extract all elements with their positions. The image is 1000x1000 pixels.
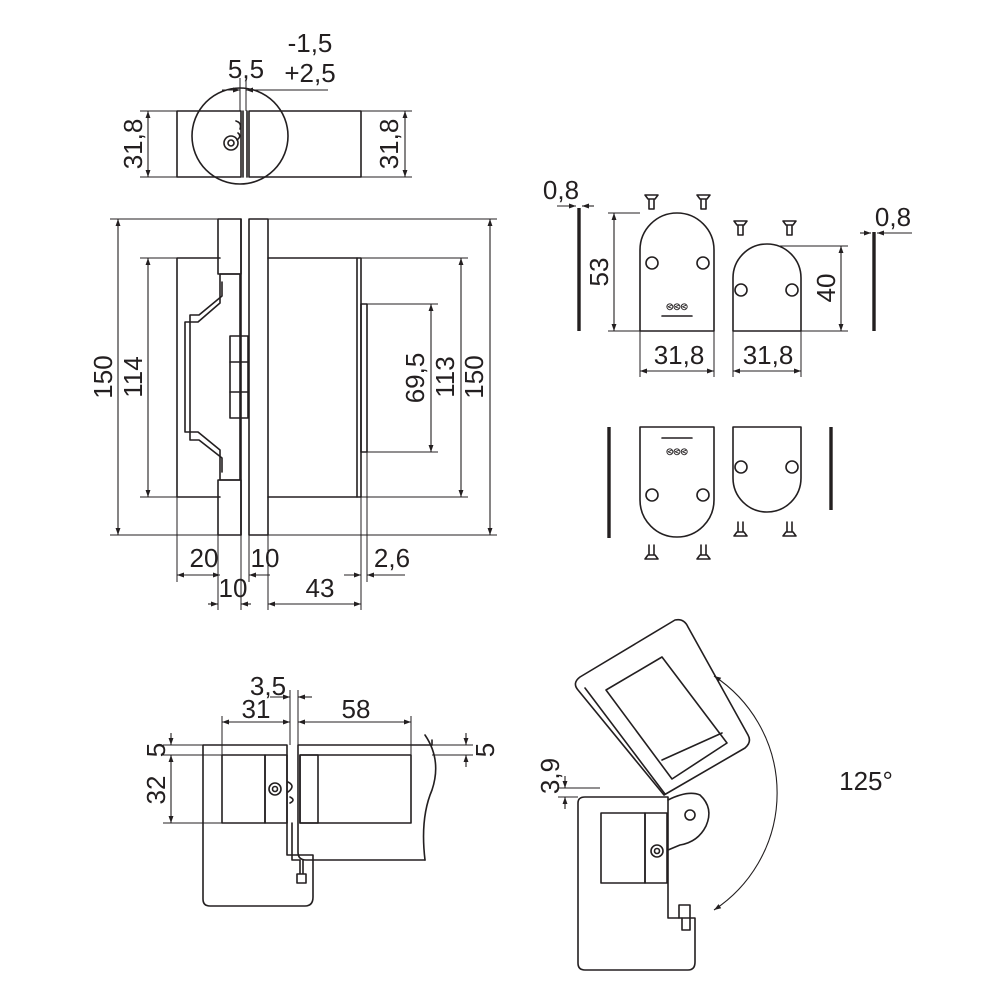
- screw-icon: [644, 194, 797, 236]
- open-frame-profile: [577, 796, 696, 971]
- cover-plate-53-mirrored: [639, 426, 715, 538]
- section-view-open: 125° 3,9: [535, 618, 893, 971]
- cover-plate-40-mirrored: [732, 426, 802, 513]
- dim-20: 20: [190, 543, 219, 573]
- dim-31-8-cover-a: 31,8: [654, 340, 705, 370]
- dim-113: 113: [430, 356, 460, 397]
- open-hinge-body: [600, 812, 646, 884]
- screw-icon: [650, 844, 664, 858]
- pivot-block: [229, 335, 249, 419]
- right-plate: [267, 257, 362, 498]
- dim-10-left: 10: [219, 573, 248, 603]
- angle-arc: [713, 675, 778, 911]
- dim-53: 53: [584, 258, 614, 287]
- cover-plate-40: [732, 243, 802, 332]
- hinge-body-right: [299, 754, 412, 824]
- dim-31-8-cover-b: 31,8: [743, 340, 794, 370]
- screw-icon: [268, 782, 282, 796]
- cover-logo: ⧀⧀⧀: [666, 302, 688, 313]
- hinge-body-left: [221, 754, 266, 824]
- top-view-left-block: [176, 110, 242, 178]
- dim-58: 58: [342, 694, 371, 724]
- cover-plates-bottom: ⧀⧀⧀: [607, 426, 833, 560]
- dim-5-right: 5: [470, 743, 500, 757]
- cutout-plate: [360, 303, 368, 453]
- open-hinge-leaf: [605, 656, 728, 780]
- dim-minus-1-5: -1,5: [288, 28, 333, 58]
- lower-knuckle: [217, 479, 242, 536]
- top-view: 31,8 31,8 5,5 -1,5 +2,5: [118, 28, 412, 185]
- screw-icon: [223, 135, 239, 151]
- dim-0-8-left: 0,8: [543, 175, 579, 205]
- dim-32: 32: [141, 776, 171, 805]
- cover-plate-53: [639, 212, 715, 332]
- dim-31: 31: [242, 694, 271, 724]
- cover-logo-mirrored: ⧀⧀⧀: [666, 447, 688, 458]
- dim-114: 114: [118, 356, 148, 397]
- dim-125-deg: 125°: [839, 766, 893, 796]
- top-view-right-block: [248, 110, 362, 178]
- dim-150-left: 150: [88, 355, 118, 398]
- cover-plates-top: ⧀⧀⧀ 0,8 53 31,8 31,8 40 0,8: [543, 175, 912, 377]
- screw-icon: [644, 521, 797, 560]
- dim-69-5: 69,5: [400, 353, 430, 404]
- dim-43: 43: [306, 573, 335, 603]
- left-hinge-body: [184, 273, 241, 481]
- dim-5-left: 5: [141, 743, 171, 757]
- dim-10-right: 10: [251, 543, 280, 573]
- dim-40: 40: [811, 274, 841, 303]
- dim-31-8-left: 31,8: [118, 119, 148, 170]
- upper-knuckle: [217, 218, 242, 275]
- dim-5-5: 5,5: [228, 54, 264, 84]
- right-leaf-strip: [248, 218, 269, 536]
- frame-profile: [202, 744, 314, 907]
- dim-3-5: 3,5: [250, 671, 286, 701]
- dim-plus-2-5: +2,5: [284, 58, 335, 88]
- dim-31-8-right: 31,8: [374, 119, 404, 170]
- dim-0-8-right: 0,8: [875, 202, 911, 232]
- dim-2-6: 2,6: [374, 543, 410, 573]
- dim-150-right: 150: [459, 355, 489, 398]
- dim-3-9: 3,9: [535, 758, 565, 794]
- glass-profile: [297, 744, 433, 861]
- section-view-closed: 3,5 31 58 5 32 5: [141, 671, 500, 907]
- front-view: 150 114 69,5 113 150 20 10 10: [88, 218, 497, 610]
- open-glass-profile: [574, 618, 751, 796]
